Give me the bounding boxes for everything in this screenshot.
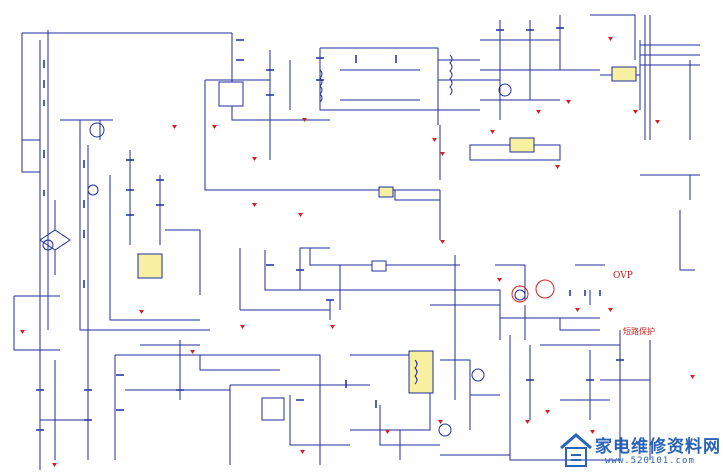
llc-transformer-ic (408, 350, 434, 394)
house-logo-icon (560, 433, 592, 467)
transistors (42, 83, 526, 437)
passive-components (36, 27, 624, 431)
watermark-url: www.520101.com (605, 456, 695, 466)
short-circuit-protect-annotation: 短路保护 (623, 327, 655, 336)
driver-ic (261, 397, 285, 421)
transformers (319, 54, 453, 385)
optocoupler-ic (509, 137, 535, 153)
regulator-ic (611, 66, 637, 82)
watermark-brand: 家电维修资料网 (595, 437, 721, 457)
ic-packages (137, 66, 637, 421)
ground-symbols (20, 37, 695, 467)
watermark: 家电维修资料网 www.520101.com (555, 428, 723, 473)
ovp-annotation: OVP (613, 271, 633, 281)
pfc-controller-ic (137, 253, 163, 279)
wiring (13, 14, 700, 470)
protect-opto (371, 260, 387, 272)
pwm-controller-ic (218, 81, 244, 107)
feedback-opto (378, 186, 394, 198)
ovp-highlight-marks (511, 279, 555, 303)
